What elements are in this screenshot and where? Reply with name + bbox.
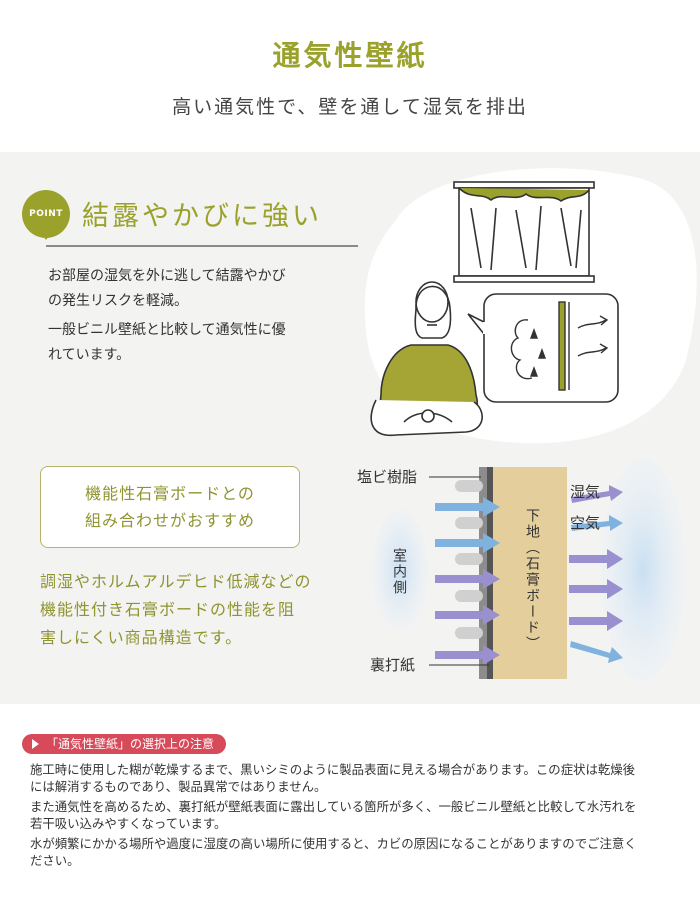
notice-line: ださい。 — [30, 853, 80, 868]
recommendation-line: 組み合わせがおすすめ — [84, 511, 255, 530]
notice-line: また通気性を高めるため、裏打紙が壁紙表面に露出している箇所が多く、一般ビニル壁紙… — [30, 799, 637, 814]
page-subtitle: 高い通気性で、壁を通して湿気を排出 — [172, 96, 528, 118]
recommendation-description: 調湿やホルムアルデヒド低減などの 機能性付き石膏ボードの性能を阻 害しにくい商品… — [40, 568, 320, 652]
wall-structure-diagram — [372, 458, 685, 682]
wall-cross-section-icon — [510, 301, 609, 391]
recommendation-description-line: 調湿やホルムアルデヒド低減などの — [40, 572, 312, 591]
outgoing-arrows — [569, 485, 623, 663]
point-title: 結露やかびに強い — [82, 201, 322, 232]
point-text-line: 一般ビニル壁紙と比較して通気性に優 — [48, 322, 286, 338]
backing-paper-label: 裏打紙 — [370, 656, 416, 674]
point-text-line: お部屋の湿気を外に逃して結露やかび — [48, 268, 286, 284]
pvc-bumps — [455, 480, 483, 639]
sitting-woman-icon — [370, 281, 483, 437]
notice-line: 若干吸い込みやすくなっています。 — [30, 816, 227, 831]
notice-line: 施工時に使用した糊が乾燥するまで、黒いシミのように製品表面に見える場合があります… — [30, 762, 636, 777]
notice-line: 水が頻繁にかかる場所や過度に湿度の高い場所に使用すると、カビの原因になることがあ… — [30, 836, 637, 851]
point-text-line: れています。 — [48, 347, 131, 363]
humidity-label: 湿気 — [570, 483, 601, 501]
point-badge: POINT — [22, 190, 70, 238]
pvc-label: 塩ビ樹脂 — [357, 468, 418, 486]
recommendation-box: 機能性石膏ボードとの 組み合わせがおすすめ — [40, 466, 300, 548]
notice-badge: 「通気性壁紙」の選択上の注意 — [22, 734, 227, 754]
gypsum-board — [493, 467, 567, 679]
recommendation-description-line: 機能性付き石膏ボードの性能を阻 — [40, 600, 296, 619]
point-text-line: の発生リスクを軽減。 — [48, 293, 188, 309]
air-label: 空気 — [570, 514, 601, 532]
recommendation-description-line: 害しにくい商品構造です。 — [40, 628, 243, 647]
divider — [46, 245, 358, 247]
point-badge-tail — [40, 232, 52, 240]
recommendation-line: 機能性石膏ボードとの — [85, 484, 255, 503]
indoor-label: 室内側 — [391, 548, 407, 596]
woman-window-illustration — [364, 168, 697, 444]
incoming-arrows — [435, 497, 500, 665]
outdoor-glow — [601, 458, 685, 682]
notice-line: には解消するものであり、製品異常ではありません。 — [30, 779, 327, 794]
backing-paper-layer — [487, 467, 493, 679]
page-title: 通気性壁紙 — [272, 39, 428, 72]
indoor-glow — [372, 510, 428, 630]
play-arrow-icon — [32, 739, 39, 749]
speech-bubble — [467, 293, 619, 403]
board-label: 下地（石膏ボード） — [524, 508, 540, 652]
window-icon — [453, 181, 595, 283]
header: 通気性壁紙 高い通気性で、壁を通して湿気を排出 — [0, 0, 700, 152]
